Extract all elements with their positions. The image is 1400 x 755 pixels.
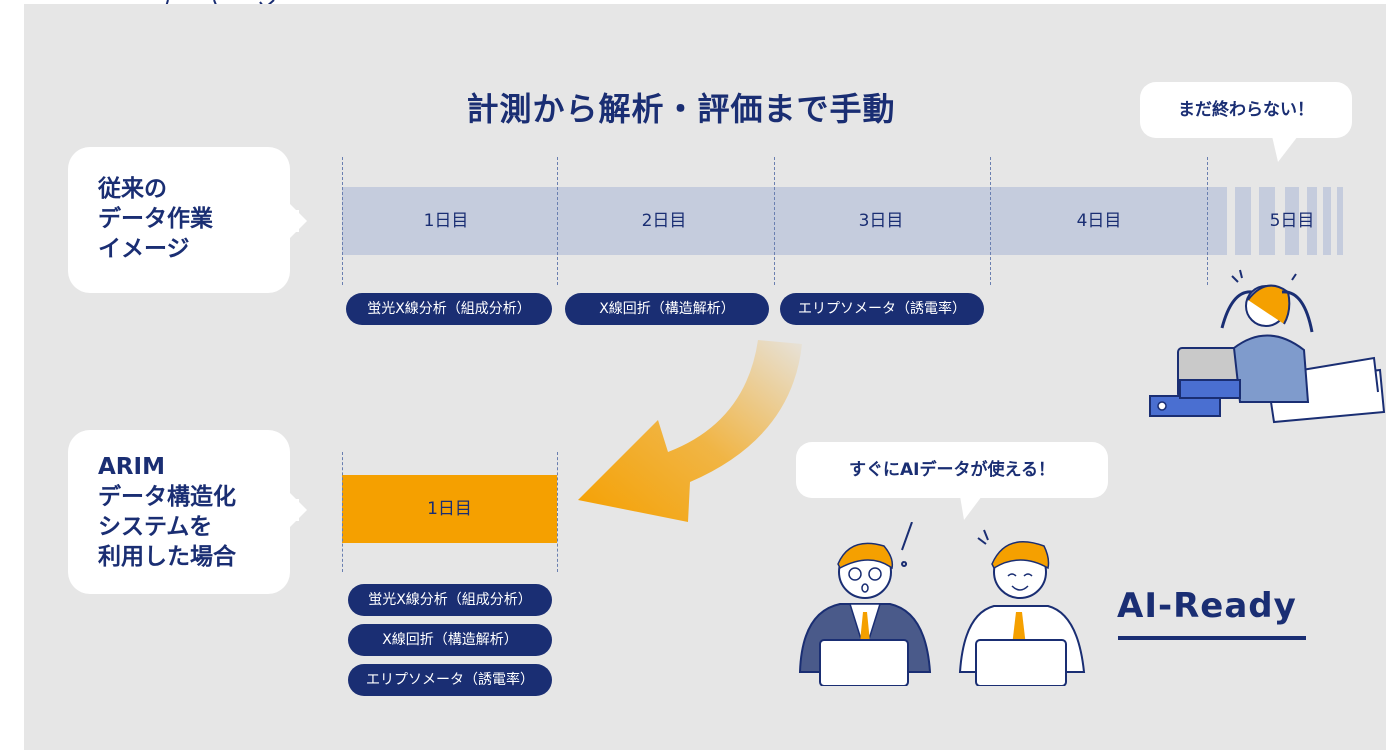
arim-arrow-stem: [289, 499, 299, 521]
traditional-label-line-1: 従来の: [98, 176, 167, 202]
arim-label-line-4: 利用した場合: [98, 544, 236, 570]
not-finished-bubble: まだ終わらない！: [1140, 82, 1352, 138]
day-label-3: 3日目: [858, 211, 904, 231]
day-label-1: 1日目: [423, 211, 469, 231]
traditional-label-card: 従来の データ作業 イメージ: [68, 147, 290, 293]
divider: [557, 157, 558, 285]
ai-ready-underline: [1118, 636, 1306, 640]
arim-label-line-1: ARIM: [98, 454, 165, 480]
arim-day-block: 1日目: [342, 475, 557, 543]
traditional-task-pill-1: 蛍光X線分析（組成分析）: [346, 293, 552, 325]
divider: [557, 452, 558, 572]
bubble-tail: [960, 496, 982, 520]
bubble-tail: [1272, 136, 1298, 162]
day-label-2: 2日目: [641, 211, 687, 231]
arim-label-line-2: データ構造化: [98, 484, 236, 510]
arim-label-card: ARIM データ構造化 システムを 利用した場合: [68, 430, 290, 594]
divider: [342, 452, 343, 572]
timeline-stripes: [1207, 187, 1343, 255]
traditional-arrow-stem: [289, 210, 299, 232]
traditional-label-line-2: データ作業: [98, 206, 213, 232]
arim-task-pill-2: X線回折（構造解析）: [348, 624, 552, 656]
traditional-label-line-3: イメージ: [98, 236, 190, 262]
traditional-task-pill-2: X線回折（構造解析）: [565, 293, 769, 325]
arim-label-line-3: システムを: [98, 514, 213, 540]
arim-task-pill-3: エリプソメータ（誘電率）: [348, 664, 552, 696]
divider: [342, 157, 343, 285]
arim-day-label: 1日目: [427, 499, 472, 519]
divider: [774, 157, 775, 285]
page-title: 計測から解析・評価まで手動: [466, 90, 896, 128]
ai-ready-badge: AI-Ready: [1117, 586, 1297, 626]
divider: [1207, 157, 1208, 285]
day-label-4: 4日目: [1076, 211, 1122, 231]
arim-task-pill-1: 蛍光X線分析（組成分析）: [348, 584, 552, 616]
ai-data-bubble: すぐにAIデータが使える！: [796, 442, 1108, 498]
day-label-5: 5日目: [1269, 211, 1315, 231]
traditional-task-pill-3: エリプソメータ（誘電率）: [780, 293, 984, 325]
two-workers-illustration: [798, 522, 1086, 686]
divider: [990, 157, 991, 285]
stressed-worker-illustration: [1149, 269, 1386, 424]
curved-arrow-icon: [578, 340, 802, 522]
